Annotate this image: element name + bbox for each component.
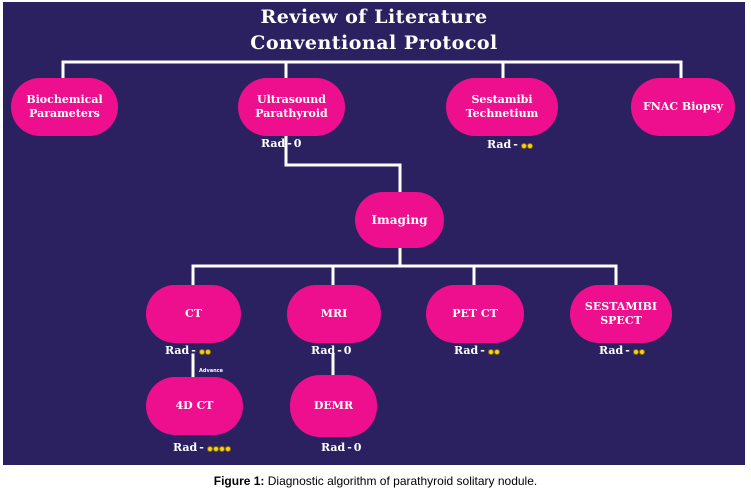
- radiation-hazard-icon: [206, 442, 231, 455]
- hazard-dot: [212, 445, 219, 452]
- node-sestamibi-technetium: Sestamibi Technetium: [446, 78, 558, 136]
- rad-label-ultrasound: Rad-0: [261, 137, 302, 150]
- radiation-hazard-icon: [198, 345, 211, 358]
- hazard-dot: [632, 348, 639, 355]
- connector-lines: [61, 60, 683, 379]
- rad-prefix: Rad: [454, 344, 479, 357]
- rad-prefix: Rad: [165, 344, 190, 357]
- rad-label-ct: Rad-: [165, 344, 211, 358]
- hazard-dot: [204, 348, 211, 355]
- diagram-panel: Review of Literature Conventional Protoc…: [3, 2, 745, 465]
- rad-label-sestamibi-technetium: Rad-: [487, 138, 533, 152]
- caption-label: Figure 1:: [213, 474, 265, 488]
- node-biochemical-parameters: Biochemical Parameters: [11, 78, 118, 136]
- node-ct: CT: [146, 285, 241, 343]
- node-fnac-biopsy: FNAC Biopsy: [631, 78, 735, 136]
- node-demr: DEMR: [290, 375, 377, 437]
- rad-prefix: Rad: [311, 344, 336, 357]
- radiation-hazard-icon: [520, 139, 533, 152]
- hazard-dot: [520, 142, 527, 149]
- radiation-hazard-icon: [487, 345, 500, 358]
- node-pet-ct: PET CT: [426, 285, 524, 343]
- title-line-1: Review of Literature: [260, 6, 488, 28]
- radiation-hazard-icon: [632, 345, 645, 358]
- rad-value: 0: [343, 344, 352, 357]
- rad-prefix: Rad: [487, 138, 512, 151]
- title-line-2: Conventional Protocol: [250, 32, 498, 54]
- node-mri: MRI: [287, 285, 381, 343]
- rad-value: 0: [293, 137, 302, 150]
- rad-label-pet-ct: Rad-: [454, 344, 500, 358]
- caption-text: Diagnostic algorithm of parathyroid soli…: [264, 474, 538, 488]
- hazard-dot: [493, 348, 500, 355]
- rad-prefix: Rad: [599, 344, 624, 357]
- node-4d-ct: 4D CT: [146, 377, 243, 435]
- rad-prefix: Rad: [261, 137, 286, 150]
- rad-prefix: Rad: [321, 441, 346, 454]
- hazard-dot: [218, 445, 225, 452]
- rad-label-sestamibi-spect: Rad-: [599, 344, 645, 358]
- hazard-dot: [198, 348, 205, 355]
- rad-prefix: Rad: [173, 441, 198, 454]
- rad-label-mri: Rad-0: [311, 344, 352, 357]
- node-sestamibi-spect: SESTAMIBI SPECT: [570, 285, 672, 343]
- hazard-dot: [224, 445, 231, 452]
- rad-value: 0: [353, 441, 362, 454]
- hazard-dot: [206, 445, 213, 452]
- advance-label: Advance: [199, 368, 223, 374]
- hazard-dot: [526, 142, 533, 149]
- rad-label-4d-ct: Rad-: [173, 441, 231, 455]
- node-ultrasound-parathyroid: Ultrasound Parathyroid: [238, 78, 345, 136]
- rad-label-demr: Rad-0: [321, 441, 362, 454]
- figure-caption: Figure 1: Diagnostic algorithm of parath…: [0, 474, 751, 488]
- hazard-dot: [487, 348, 494, 355]
- node-imaging: Imaging: [355, 192, 444, 248]
- hazard-dot: [638, 348, 645, 355]
